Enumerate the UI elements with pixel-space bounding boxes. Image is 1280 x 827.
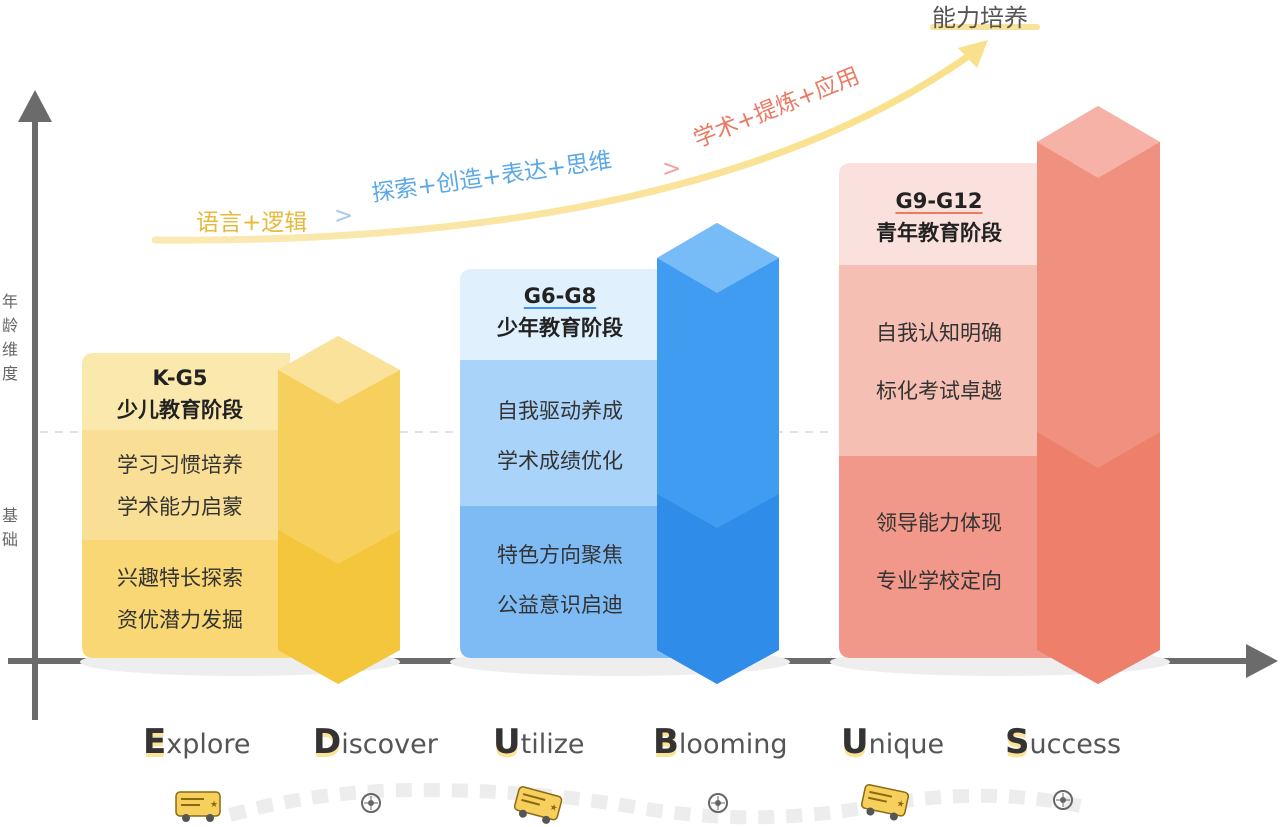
y-axis-label-lower: 基 础 bbox=[1, 506, 18, 549]
stage-kg5-items-b: 兴趣特长探索 资优潜力发掘 bbox=[117, 566, 243, 632]
y-axis-label-upper: 年 龄 维 度 bbox=[1, 292, 18, 383]
stage-g6g8-pillar bbox=[657, 223, 779, 684]
stage-kg5-header: K-G5 少儿教育阶段 bbox=[82, 362, 278, 426]
stage-kg5-pillar bbox=[278, 336, 400, 684]
journey-word-blooming: Blooming bbox=[653, 722, 788, 762]
stage-g9g12-items-b: 领导能力体现 专业学校定向 bbox=[876, 511, 1002, 593]
journey-word-utilize: Utilize bbox=[493, 722, 585, 762]
svg-text:★: ★ bbox=[210, 800, 218, 810]
goal-label: 能力培养 bbox=[932, 4, 1028, 32]
stage-g9g12-header: G9-G12 青年教育阶段 bbox=[839, 185, 1039, 249]
stage-g9g12-code: G9-G12 bbox=[895, 189, 983, 213]
curve-separator-2: > bbox=[662, 156, 682, 182]
stage-g6g8-code: G6-G8 bbox=[523, 284, 597, 308]
goal-underline bbox=[930, 24, 1040, 30]
svg-text:★: ★ bbox=[896, 799, 906, 810]
journey-word-discover: Discover bbox=[313, 722, 438, 762]
curve-separator-1: > bbox=[334, 203, 354, 229]
stage-kg5-items-a: 学习习惯培养 学术能力启蒙 bbox=[117, 453, 243, 519]
stage-kg5-code: K-G5 bbox=[152, 366, 208, 390]
stage-g9g12-panel bbox=[839, 163, 1050, 658]
stage-g9g12-items-a: 自我认知明确 标化考试卓越 bbox=[876, 321, 1002, 403]
stage-g6g8-items-a: 自我驱动养成 学术成绩优化 bbox=[497, 399, 623, 473]
stage-kg5-title: 少儿教育阶段 bbox=[117, 398, 243, 422]
x-axis-arrow-icon bbox=[1246, 644, 1278, 678]
bus-icon: ★ bbox=[513, 786, 563, 824]
stage-g6g8-title: 少年教育阶段 bbox=[497, 316, 623, 340]
wheel-icon bbox=[708, 793, 728, 813]
stage-g6g8-items-b: 特色方向聚焦 公益意识启迪 bbox=[497, 543, 623, 617]
bus-icon: ★ bbox=[861, 783, 910, 821]
stage-kg5-panel bbox=[82, 353, 290, 658]
wheel-icon bbox=[361, 793, 381, 813]
stage-g9g12-pillar bbox=[1037, 106, 1160, 684]
journey-word-explore: Explore bbox=[143, 722, 251, 762]
svg-text:★: ★ bbox=[548, 803, 558, 815]
growth-curve bbox=[151, 51, 974, 244]
curve-segment-language: 语言+逻辑 bbox=[196, 210, 308, 236]
journey-road bbox=[228, 782, 1092, 825]
stage-g9g12-title: 青年教育阶段 bbox=[876, 221, 1002, 245]
journey-word-success: Success bbox=[1005, 722, 1122, 762]
y-axis-arrow-icon bbox=[18, 90, 52, 122]
stage-g6g8-header: G6-G8 少年教育阶段 bbox=[460, 280, 660, 344]
wheel-icon bbox=[1053, 790, 1073, 810]
stage-g6g8-panel bbox=[460, 269, 670, 658]
journey-word-unique: Unique bbox=[841, 722, 945, 762]
growth-curve-arrow-icon bbox=[958, 40, 988, 68]
bus-icon: ★ bbox=[175, 791, 221, 822]
